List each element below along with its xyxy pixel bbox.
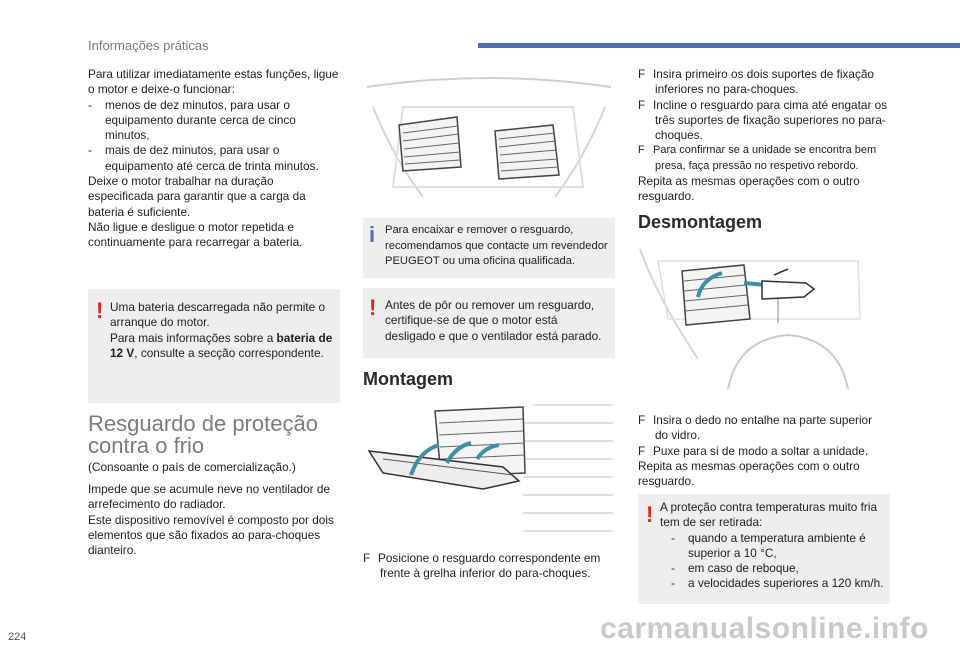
mounting-drawing xyxy=(367,404,613,532)
warning-icon: ! xyxy=(646,502,654,527)
section-title-cold-guard: Resguardo de proteção contra o frio xyxy=(88,411,318,458)
illustration-mounting xyxy=(363,403,615,541)
info-icon: i xyxy=(369,222,376,247)
info-text: Para encaixar e remover o resguardo, rec… xyxy=(385,224,608,267)
warning-box-engine-off: ! Antes de pôr ou remover um resguardo, … xyxy=(363,288,615,358)
dash-item: -menos de dez minutos, para usar o equip… xyxy=(88,97,296,143)
paragraph: Deixe o motor trabalhar na duração espec… xyxy=(88,174,306,219)
section-title-mounting: Montagem xyxy=(363,369,453,389)
illustration-removal xyxy=(638,239,890,390)
country-note: (Consoante o país de comercialização.) xyxy=(88,460,296,474)
paragraph: Não ligue e desligue o motor repetida e … xyxy=(88,219,303,250)
warning-box-temperature: ! A proteção contra temperaturas muito f… xyxy=(638,494,890,604)
col1-intro-block: Para utilizar imediatamente estas funçõe… xyxy=(88,67,340,251)
warning-icon: ! xyxy=(369,295,377,320)
warning-text: A proteção contra temperaturas muito fri… xyxy=(660,500,884,591)
illustration-bumper-grilles xyxy=(363,67,615,209)
section-label: Informações práticas xyxy=(88,38,209,53)
warning-box-battery: ! Uma bateria descarregada não permite o… xyxy=(88,289,340,403)
warning-icon: ! xyxy=(96,298,104,323)
header-accent-bar xyxy=(478,43,960,48)
page-number: 224 xyxy=(8,631,27,643)
removal-drawing xyxy=(639,248,861,390)
warning-text: Antes de pôr ou remover um resguardo, ce… xyxy=(385,298,602,343)
intro-text: Para utilizar imediatamente estas funçõe… xyxy=(88,67,339,97)
section-title-removal: Desmontagem xyxy=(638,212,763,232)
warning-text: Uma bateria descarregada não permite o a… xyxy=(110,300,333,360)
col1-description: Impede que se acumule neve no ventilador… xyxy=(88,482,334,558)
dash-item: -mais de dez minutos, para usar o equipa… xyxy=(88,143,319,173)
info-box-dealer: i Para encaixar e remover o resguardo, r… xyxy=(363,218,615,278)
site-watermark: carmanualsonline.info xyxy=(600,612,929,645)
bumper-grilles-drawing xyxy=(366,77,612,198)
